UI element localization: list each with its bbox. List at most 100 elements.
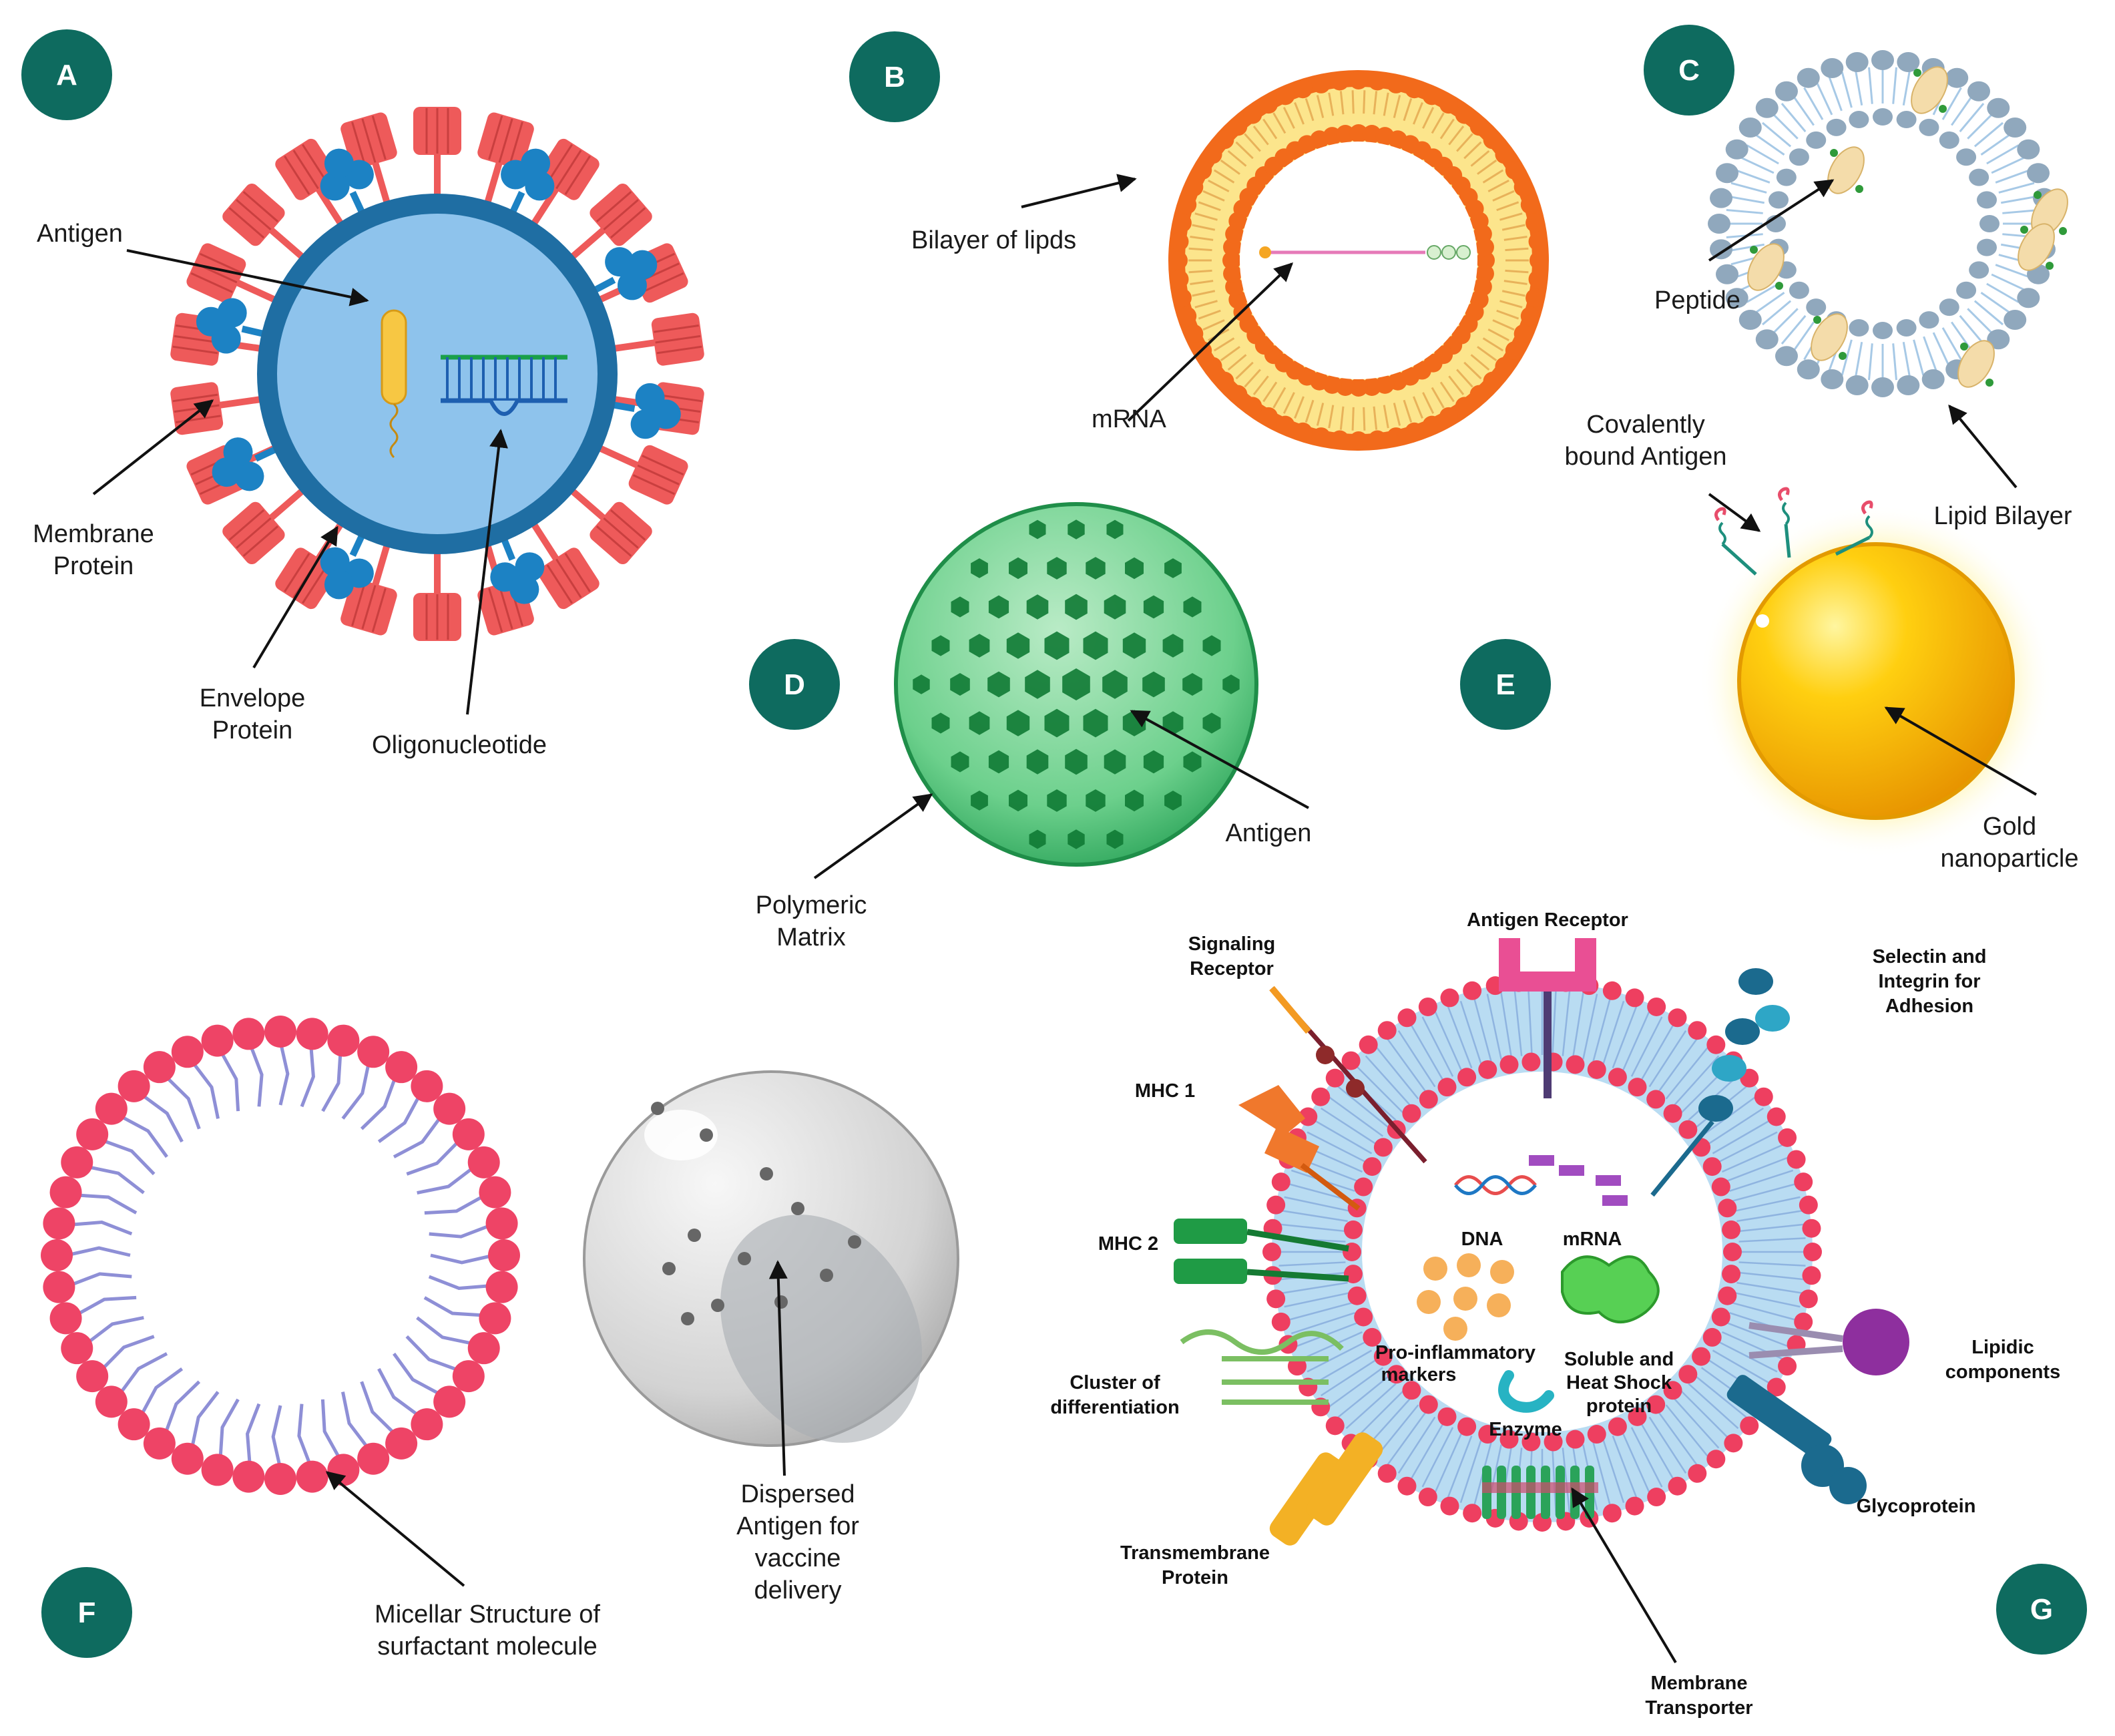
inflammatory-marker — [1417, 1290, 1441, 1314]
membrane-head — [1602, 981, 1622, 1000]
ligand — [1784, 523, 1791, 558]
lipid-tail — [1188, 247, 1212, 252]
lipid-tail — [1781, 103, 1807, 133]
antigen-dot — [1164, 558, 1182, 578]
surfactant-head — [296, 1018, 328, 1050]
membrane-tail — [1434, 1010, 1463, 1073]
membrane-head — [1354, 1177, 1373, 1197]
antigen-hook — [1861, 500, 1873, 515]
membrane-head — [1325, 1068, 1345, 1088]
membrane-tail — [1290, 1311, 1355, 1335]
lipid-head — [1525, 288, 1545, 308]
membrane-tail — [1582, 994, 1598, 1060]
lipid-tail — [1439, 118, 1455, 140]
membrane-tail — [1287, 1302, 1353, 1321]
cytoplasm — [1362, 1072, 1722, 1432]
surfactant-head — [171, 1442, 204, 1475]
antigen-dot — [1202, 635, 1221, 656]
arrow-icon — [1948, 404, 2018, 489]
membrane-head — [1799, 1195, 1818, 1215]
membrane-head — [1478, 1425, 1497, 1444]
lipid-head — [1976, 191, 1997, 209]
surfactant-head — [61, 1146, 93, 1178]
lipid-head — [1528, 232, 1548, 251]
lipid-head — [1821, 369, 1844, 390]
lipid-tail — [1339, 406, 1345, 430]
lipid-tail — [1487, 179, 1509, 193]
ligand — [1721, 543, 1757, 576]
lipid-head — [1455, 397, 1474, 416]
lipid-head — [1956, 148, 1977, 166]
lipid-head — [1826, 118, 1847, 136]
lipid-tail — [1973, 122, 2004, 148]
peptide — [1811, 313, 1848, 361]
lipid-head — [1439, 95, 1458, 114]
surfactant-head — [171, 1036, 204, 1068]
lipid-head — [1821, 57, 1844, 78]
inflammatory-marker — [1490, 1260, 1514, 1284]
lipid-tail — [1431, 112, 1445, 134]
mrna-cap — [1259, 246, 1271, 258]
membrane-tail — [1738, 1261, 1806, 1267]
lipid-head — [1469, 117, 1489, 136]
lipid-tail — [1244, 369, 1261, 388]
membrane-tail — [1301, 1331, 1363, 1360]
lipid-head — [1178, 195, 1197, 214]
antigen-dot — [1068, 519, 1085, 539]
label-selectin-2: Integrin for — [1878, 971, 1980, 992]
surfactant-tail — [218, 1398, 240, 1461]
surfactant-head — [232, 1018, 265, 1050]
label-enzyme: Enzyme — [1489, 1419, 1562, 1440]
lipid-head — [1776, 168, 1797, 186]
surfactant-tail — [300, 1044, 315, 1108]
membrane-head — [1702, 1157, 1722, 1176]
antigen-dot — [1143, 595, 1164, 619]
membrane-head — [1463, 981, 1482, 1000]
antigen-particle — [820, 1269, 833, 1282]
membrane-tail — [1592, 1442, 1612, 1507]
lipid-tail — [1986, 282, 2020, 303]
antigen-dot — [1065, 748, 1088, 775]
surfactant-tail — [164, 1074, 201, 1130]
arrow-icon — [1708, 493, 1761, 532]
mhc2-stalk — [1246, 1269, 1349, 1282]
adhesion-domain — [1755, 1005, 1790, 1032]
membrane-head — [1706, 1450, 1726, 1469]
lipid-head — [1215, 130, 1234, 150]
surfactant-tail — [360, 1381, 397, 1436]
lipid-tail — [1190, 280, 1214, 285]
lipid-tail — [1188, 269, 1212, 274]
membrane-tail — [1721, 1144, 1784, 1173]
lipid-tail — [1470, 150, 1490, 167]
peptide — [1747, 243, 1785, 291]
lipid-head — [1987, 329, 2010, 350]
membrane-tail — [1734, 1196, 1801, 1212]
lipid-head — [1203, 145, 1222, 164]
lipid-tail — [1198, 309, 1221, 320]
lipid-head — [1259, 95, 1278, 114]
membrane-tail — [1665, 1404, 1709, 1458]
lipid-head — [1520, 306, 1540, 326]
membrane-head — [1608, 1068, 1627, 1087]
membrane-head — [1373, 1138, 1393, 1157]
lipid-head — [1845, 375, 1869, 395]
antigen-dot — [1026, 749, 1049, 775]
surfactant-head — [76, 1118, 109, 1150]
lipid-tail — [1967, 112, 1995, 140]
signaling-node — [1316, 1046, 1335, 1064]
membrane-tail — [1630, 1016, 1663, 1077]
membrane-head — [1419, 1395, 1438, 1414]
lipid-tail — [1194, 212, 1218, 221]
antigen-dot — [1047, 557, 1067, 580]
mhc1-stalk — [1300, 1162, 1361, 1211]
antigen-dot — [1065, 594, 1088, 620]
lipid-head — [1871, 377, 1894, 397]
lipid-head — [1896, 318, 1917, 337]
antigen-dot — [1006, 710, 1030, 736]
membrane-head — [1544, 1432, 1563, 1452]
lipid-head — [1439, 407, 1458, 426]
lipid-tail — [1194, 300, 1218, 308]
membrane-head — [1724, 1434, 1743, 1453]
lipid-head — [1193, 161, 1212, 180]
membrane-tail — [1732, 1182, 1797, 1202]
